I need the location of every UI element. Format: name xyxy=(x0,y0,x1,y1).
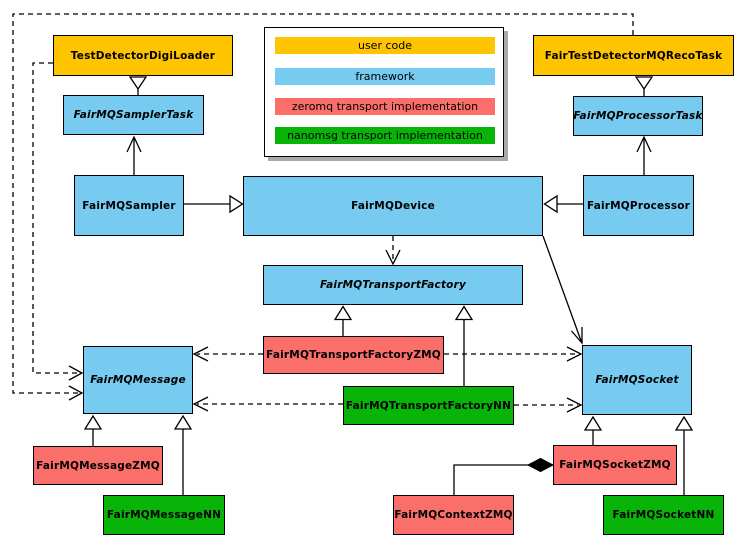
legend-item-zeromq: zeromq transport implementation xyxy=(275,98,495,115)
edge-device-socket xyxy=(542,235,583,345)
legend-item-framework: framework xyxy=(275,68,495,85)
edge-tfzmq-message xyxy=(192,346,263,362)
edge-tfnn-socket xyxy=(514,397,583,413)
edge-socketzmq-socket xyxy=(583,415,603,445)
edge-sampler-device xyxy=(184,194,244,214)
node-fairmqmessagezmq: FairMQMessageZMQ xyxy=(33,446,163,485)
node-fairmqsocketzmq: FairMQSocketZMQ xyxy=(553,445,677,485)
node-fairmqcontextzmq: FairMQContextZMQ xyxy=(393,495,514,535)
node-fairmqsampler: FairMQSampler xyxy=(74,175,184,236)
edge-device-transportfactory xyxy=(385,236,401,266)
edge-tfzmq-transportfactory xyxy=(333,305,353,336)
node-fairmqtransportfactoryzmq: FairMQTransportFactoryZMQ xyxy=(263,336,444,374)
node-fairmqmessage: FairMQMessage xyxy=(83,346,193,414)
edge-tfnn-message xyxy=(192,396,343,412)
node-fairmqmessagenn: FairMQMessageNN xyxy=(103,495,225,535)
edge-messagezmq-message xyxy=(83,414,103,446)
edge-recotask-message xyxy=(12,13,634,401)
edge-digiloader-samplertask xyxy=(128,76,148,95)
edge-digiloader-message xyxy=(32,62,84,381)
node-fairmqprocessortask: FairMQProcessorTask xyxy=(573,96,703,136)
edge-processor-device xyxy=(543,194,583,214)
node-testdetectordigiloader: TestDetectorDigiLoader xyxy=(53,35,233,76)
edge-sampler-samplertask xyxy=(126,135,142,175)
node-fairtestdetectormqrecotask: FairTestDetectorMQRecoTask xyxy=(533,35,734,76)
node-fairmqsocket: FairMQSocket xyxy=(582,345,692,415)
node-fairmqtransportfactorynn: FairMQTransportFactoryNN xyxy=(343,386,514,425)
legend: user code framework zeromq transport imp… xyxy=(264,27,504,157)
node-fairmqdevice: FairMQDevice xyxy=(243,176,543,236)
edge-processor-processortask xyxy=(636,135,652,175)
edge-tfzmq-socket xyxy=(444,346,583,362)
node-fairmqprocessor: FairMQProcessor xyxy=(583,175,694,236)
node-fairmqsocketnn: FairMQSocketNN xyxy=(603,495,724,535)
edge-recotask-processortask xyxy=(634,76,654,96)
legend-item-user-code: user code xyxy=(275,37,495,54)
edge-messagenn-message xyxy=(173,414,193,495)
node-fairmqtransportfactory: FairMQTransportFactory xyxy=(263,265,523,305)
edge-socketnn-socket xyxy=(674,415,694,495)
edge-contextzmq-socketzmq xyxy=(453,457,555,495)
edge-tfnn-transportfactory xyxy=(454,305,474,386)
node-fairmqsamplertask: FairMQSamplerTask xyxy=(63,95,204,135)
legend-item-nanomsg: nanomsg transport implementation xyxy=(275,127,495,144)
